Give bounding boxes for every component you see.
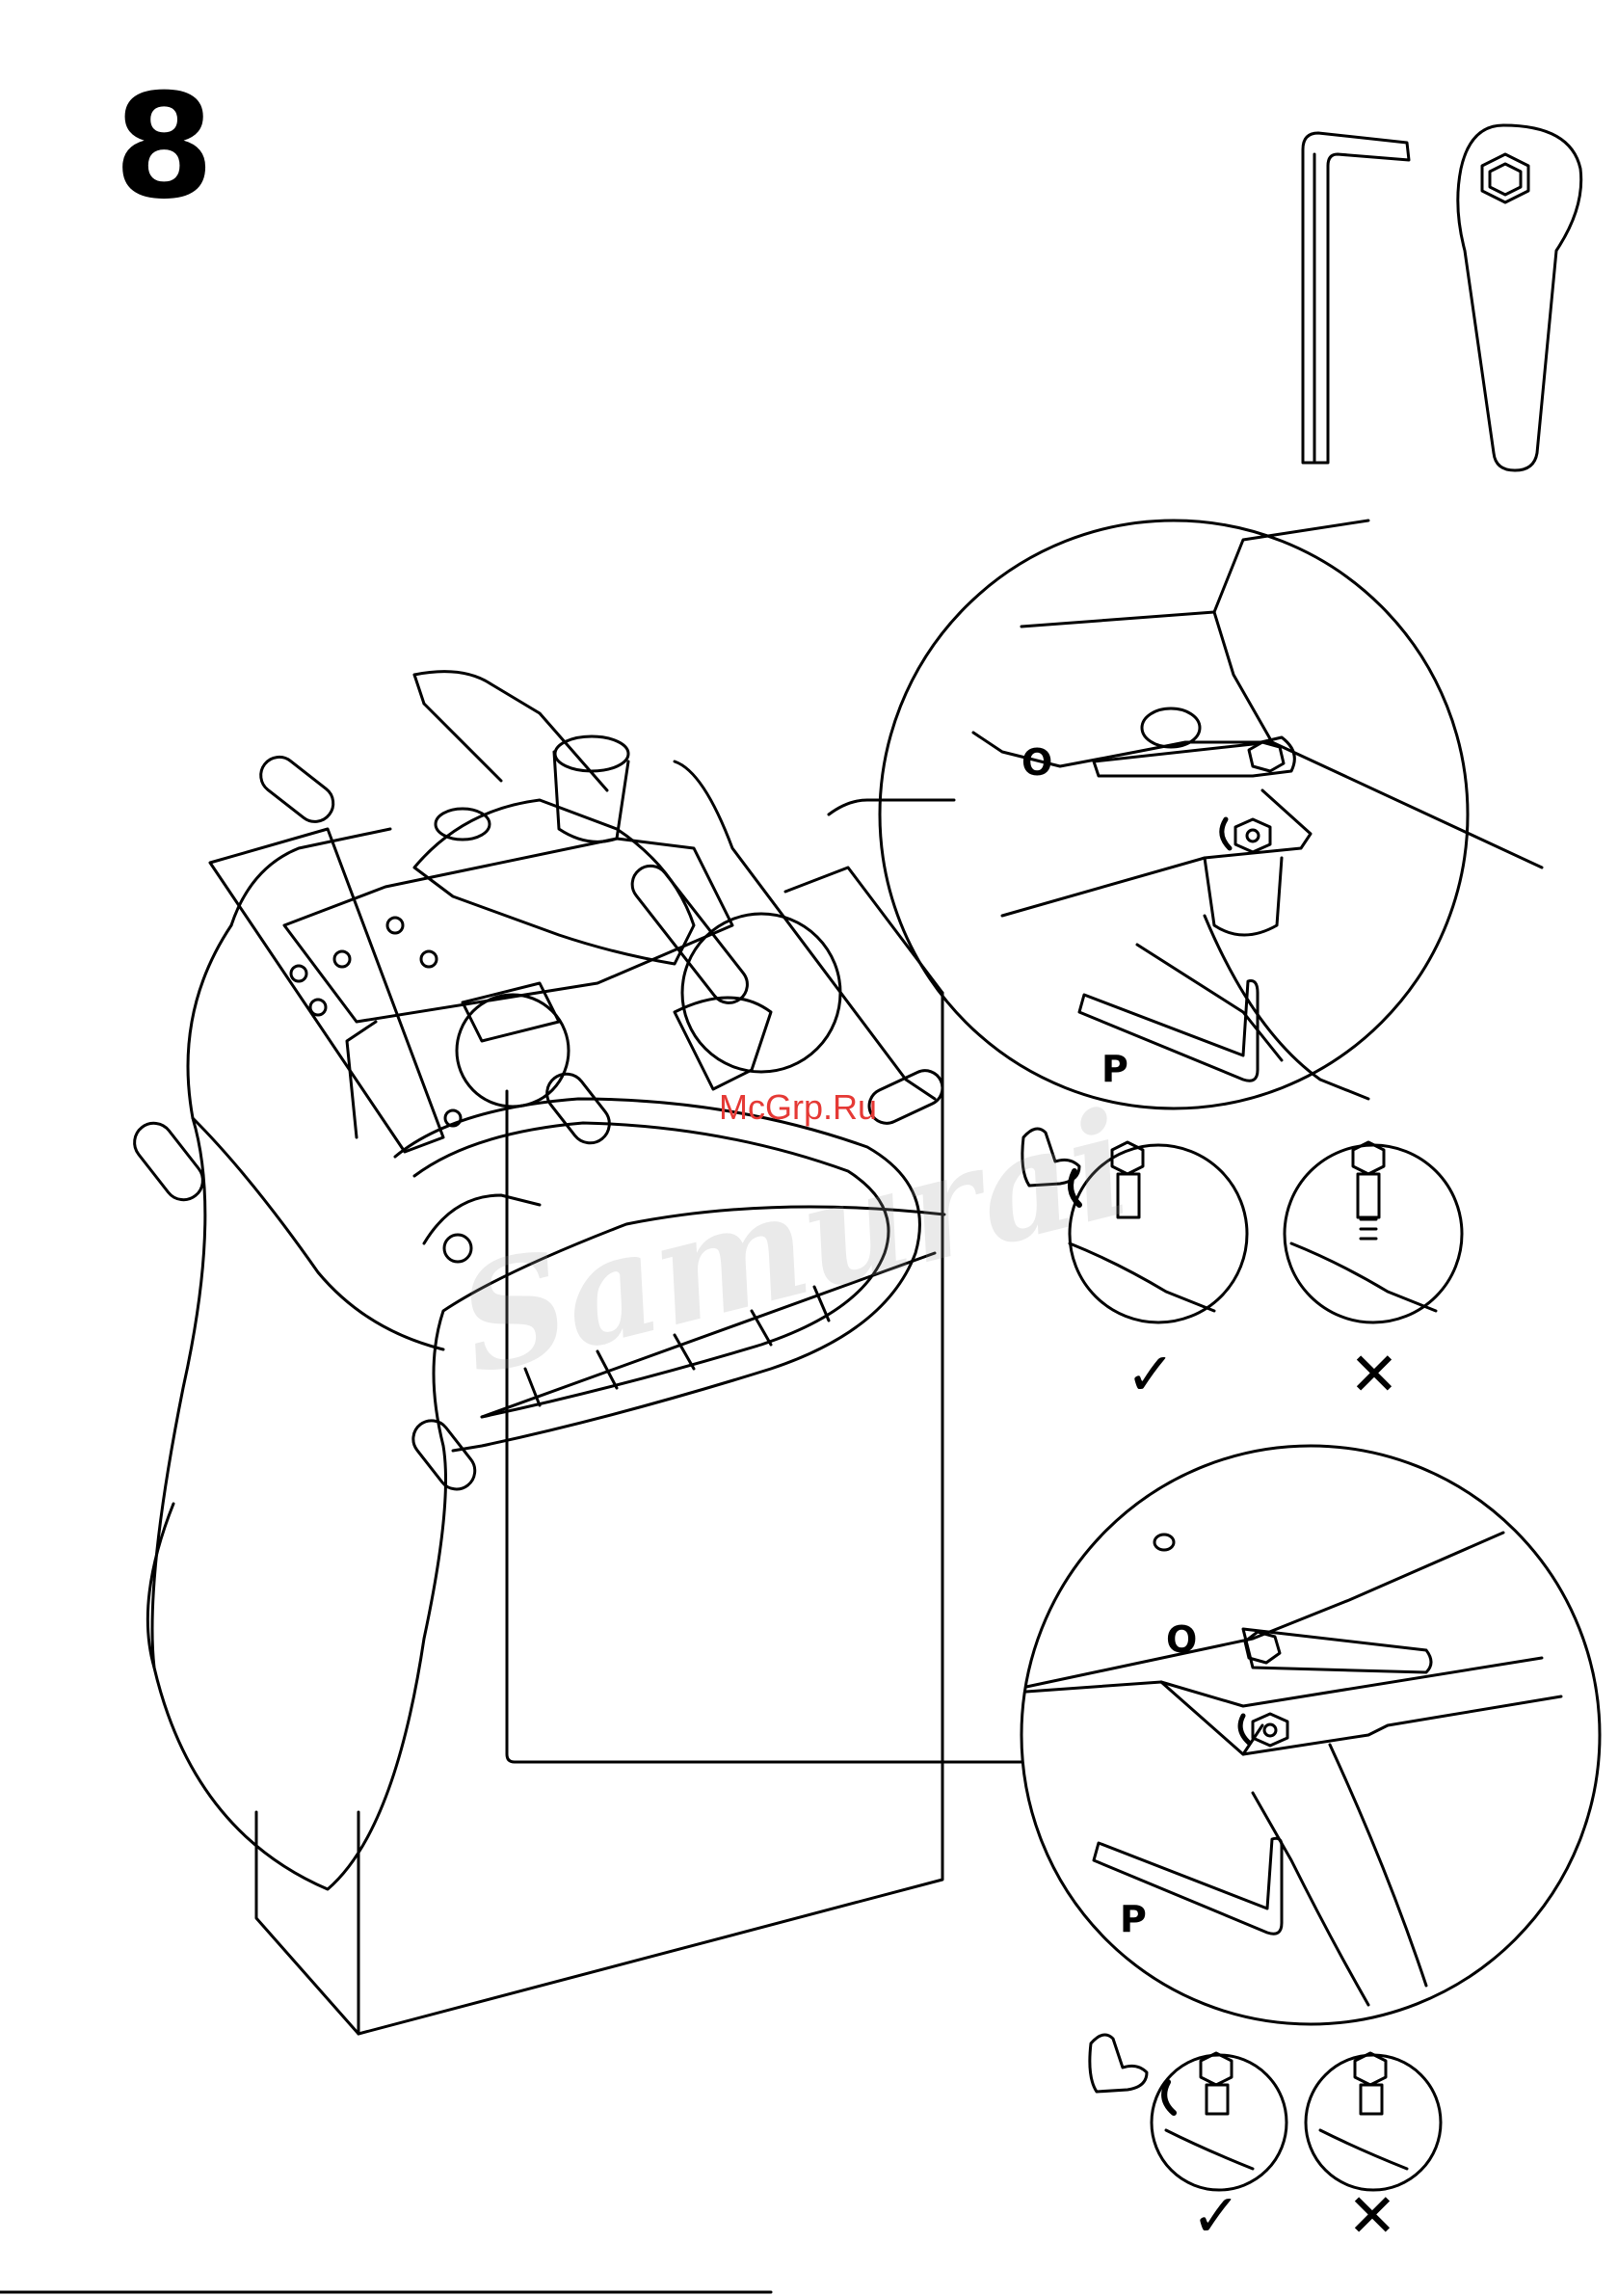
check-ok-bottom — [1152, 2053, 1286, 2190]
callout-top-detail — [880, 521, 1542, 1108]
arm-strength-icon-2 — [1090, 2035, 1147, 2092]
label-o-top: O — [1021, 744, 1052, 781]
cross-icon: ✕ — [1349, 1345, 1399, 1404]
allen-key-icon — [1303, 133, 1409, 463]
spanner-wrench-icon — [1458, 125, 1581, 470]
label-p-bottom: P — [1120, 1901, 1147, 1937]
cross-icon-bottom: ✕ — [1347, 2186, 1397, 2246]
check-bad-bottom — [1306, 2053, 1441, 2190]
check-bad-top — [1285, 1142, 1462, 1322]
callout-bottom-detail — [1021, 1446, 1600, 2024]
label-p-top: P — [1101, 1051, 1128, 1087]
checkmark-icon: ✓ — [1126, 1345, 1176, 1404]
site-watermark: McGrp.Ru — [719, 1087, 877, 1128]
label-o-bottom: O — [1166, 1621, 1197, 1658]
checkmark-icon-bottom: ✓ — [1191, 2186, 1241, 2246]
